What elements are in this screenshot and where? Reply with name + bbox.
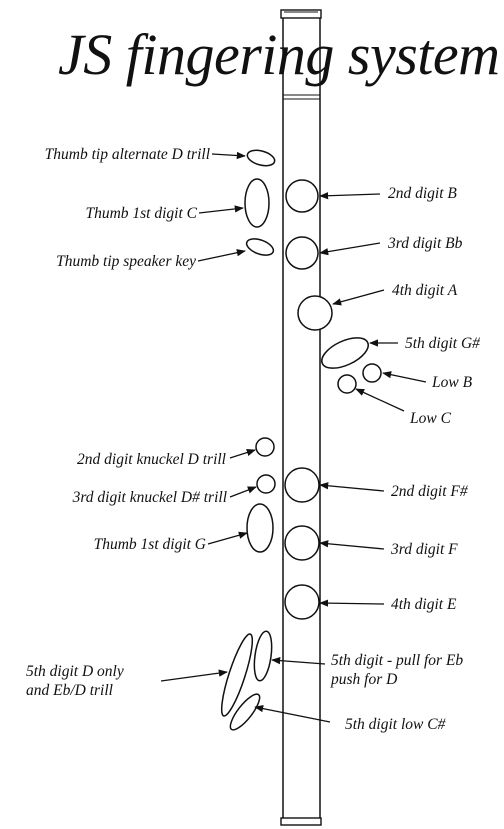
label-fifth-digit-d-only-line2: and Eb/D trill bbox=[26, 682, 113, 699]
fifth-digit-gsharp-key bbox=[321, 337, 369, 369]
leader-fifth-digit-low-csharp bbox=[254, 705, 331, 723]
leader-thumb-tip-speaker-key bbox=[197, 249, 246, 262]
thumb-first-digit-c-key bbox=[244, 178, 270, 228]
label-fifth-digit-gsharp: 5th digit G# bbox=[405, 335, 480, 352]
label-thumb-tip-speaker-key: Thumb tip speaker key bbox=[56, 253, 196, 270]
flute-bottom-cap bbox=[280, 817, 322, 826]
leader-thumb-first-digit-c bbox=[198, 205, 244, 214]
leader-second-digit-fsharp bbox=[319, 482, 385, 492]
flute-body bbox=[280, 9, 322, 826]
second-digit-knuckle-d-trill-key bbox=[255, 437, 275, 457]
thumb-first-digit-g-key bbox=[246, 503, 274, 553]
label-third-digit-knuckle-dsharp-trill: 3rd digit knuckel D# trill bbox=[72, 489, 227, 506]
thumb-tip-alt-d-trill-key bbox=[246, 149, 276, 167]
fifth-digit-pull-push-key bbox=[253, 630, 273, 682]
leader-third-digit-bb bbox=[319, 242, 381, 256]
thumb-tip-speaker-key bbox=[245, 238, 275, 256]
leader-second-digit-knuckle-d-trill bbox=[229, 449, 256, 459]
leader-fourth-digit-a bbox=[332, 289, 385, 306]
label-third-digit-bb: 3rd digit Bb bbox=[388, 235, 463, 252]
fifth-digit-low-csharp-key bbox=[229, 693, 261, 731]
label-thumb-tip-alt-d-trill: Thumb tip alternate D trill bbox=[44, 146, 210, 163]
third-digit-f-hole bbox=[284, 525, 320, 561]
label-fifth-digit-pull-push: 5th digit - pull for Eb push for D bbox=[331, 651, 463, 689]
label-low-b: Low B bbox=[432, 374, 473, 391]
leader-third-digit-f bbox=[319, 540, 385, 550]
label-second-digit-b: 2nd digit B bbox=[388, 185, 457, 202]
fifth-digit-d-only-key bbox=[220, 633, 254, 717]
label-thumb-first-digit-g: Thumb 1st digit G bbox=[93, 536, 206, 553]
leader-lines bbox=[160, 151, 427, 723]
low-b-key bbox=[362, 363, 382, 383]
low-c-key bbox=[337, 374, 357, 394]
label-fifth-digit-low-csharp: 5th digit low C# bbox=[345, 716, 446, 733]
leader-second-digit-b bbox=[319, 192, 381, 200]
label-fourth-digit-a: 4th digit A bbox=[392, 282, 458, 299]
label-fifth-digit-d-only-line1: 5th digit D only bbox=[26, 663, 124, 680]
leader-thumb-tip-alt-d-trill bbox=[211, 151, 246, 160]
label-second-digit-knuckle-d-trill: 2nd digit knuckel D trill bbox=[77, 451, 226, 468]
fourth-digit-a-hole bbox=[297, 295, 333, 331]
third-digit-bb-hole bbox=[285, 236, 319, 270]
leader-thumb-first-digit-g bbox=[207, 531, 248, 545]
label-third-digit-f: 3rd digit F bbox=[391, 541, 458, 558]
leader-third-digit-knuckle-dsharp-trill bbox=[229, 486, 257, 498]
label-fifth-digit-pull-push-line2: push for D bbox=[331, 671, 398, 688]
second-digit-fsharp-hole bbox=[284, 467, 320, 503]
third-digit-knuckle-dsharp-trill-key bbox=[256, 474, 276, 494]
second-digit-b-hole bbox=[285, 179, 319, 213]
leader-low-b bbox=[382, 371, 427, 383]
label-fourth-digit-e: 4th digit E bbox=[391, 596, 457, 613]
label-second-digit-fsharp: 2nd digit F# bbox=[391, 483, 468, 500]
diagram-title: JS fingering system bbox=[58, 22, 498, 87]
label-thumb-first-digit-c: Thumb 1st digit C bbox=[85, 205, 197, 222]
flute-top-cap bbox=[280, 9, 322, 19]
leader-low-c bbox=[355, 388, 405, 412]
label-fifth-digit-d-only: 5th digit D only and Eb/D trill bbox=[26, 662, 124, 700]
leader-fifth-digit-d-only bbox=[160, 669, 228, 682]
label-fifth-digit-pull-push-line1: 5th digit - pull for Eb bbox=[331, 652, 464, 669]
leader-fifth-digit-pull-push bbox=[271, 656, 326, 665]
keys bbox=[220, 149, 382, 731]
leader-fourth-digit-e bbox=[319, 599, 385, 607]
label-low-c: Low C bbox=[410, 410, 451, 427]
fourth-digit-e-hole bbox=[284, 584, 320, 620]
